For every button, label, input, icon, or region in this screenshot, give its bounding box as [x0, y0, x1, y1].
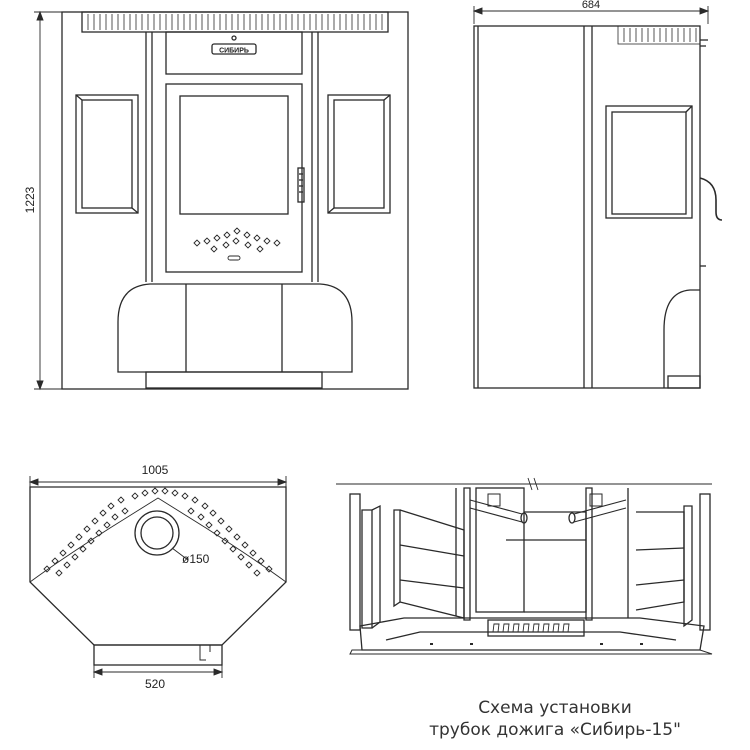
left-side-window: [75, 94, 139, 214]
door-glass: [179, 95, 289, 215]
side-view: 684: [472, 0, 723, 389]
brand-plate-text: СИБИРЬ: [219, 48, 249, 55]
base-arch: [117, 283, 353, 389]
brand-plate: [211, 43, 257, 55]
upper-panel: [165, 31, 303, 75]
left-rear-panel: [361, 509, 373, 629]
right-side-window: [327, 94, 391, 214]
firebox-floor: [349, 617, 713, 655]
stove-body: [61, 11, 409, 390]
afterburn-tube-left: [469, 493, 528, 524]
caption-line-1: Схема установки: [478, 698, 632, 718]
handle-knob: [231, 35, 237, 41]
front-depth-dimension-label: 520: [145, 677, 165, 691]
top-view: 1005 ø150 520: [28, 463, 288, 691]
height-dimension: [34, 10, 62, 391]
front-depth-dimension: [92, 665, 224, 678]
flue-outlet: [134, 510, 189, 561]
side-handle: [699, 177, 723, 221]
afterburn-tube-right: [568, 493, 627, 524]
top-grille: [81, 11, 389, 33]
width-dimension-label: 1005: [142, 463, 169, 477]
side-body: [473, 25, 701, 389]
side-top-grille: [617, 25, 701, 45]
door-handle: [297, 167, 305, 203]
depth-dimension-label: 684: [582, 0, 600, 11]
front-view: 1223 СИБИРЬ: [23, 10, 409, 391]
width-dimension: [28, 476, 288, 492]
door-diamond-pattern: [193, 227, 281, 261]
fire-door: [165, 83, 303, 273]
height-dimension-label: 1223: [23, 186, 37, 213]
interior-section: [336, 477, 713, 655]
flue-diameter-label: ø150: [182, 552, 210, 566]
caption-line-2: трубок дожига «Сибирь-15": [429, 720, 681, 740]
depth-dimension: [472, 6, 710, 24]
top-hole-pattern: [43, 487, 273, 577]
side-base-curve: [663, 289, 700, 388]
side-window: [605, 105, 693, 219]
